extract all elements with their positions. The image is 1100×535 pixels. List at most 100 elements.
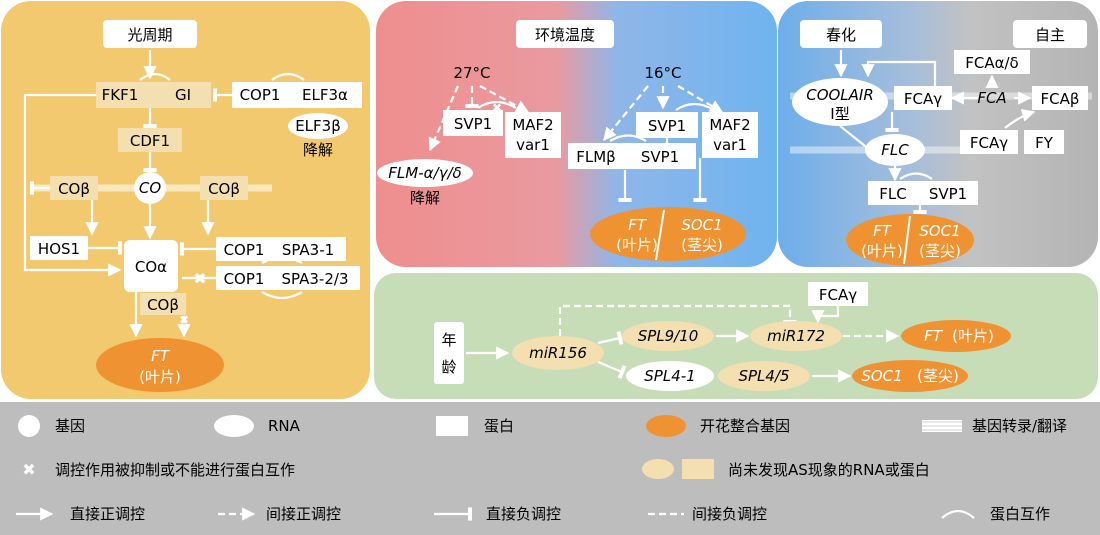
gene-cob-left: COβ xyxy=(58,180,90,198)
legend-background xyxy=(0,402,1100,535)
fcag-age-box xyxy=(808,282,868,306)
gene-fcab: FCAβ xyxy=(1041,90,1080,108)
gene-var1-a: var1 xyxy=(516,136,550,154)
ft-sub-temp: (叶片) xyxy=(616,236,658,254)
mir156-inhibits-mir172 xyxy=(558,304,797,336)
legend-flower-gene: 开花整合基因 xyxy=(700,417,790,435)
gene-cop1-b: COP1 xyxy=(224,270,265,288)
temperature-background xyxy=(376,1,777,267)
svp1-maf2-interaction-b xyxy=(675,102,715,111)
ft-label-temp: FT xyxy=(628,216,648,234)
gene-cop1-top: COP1 xyxy=(240,86,281,104)
age-title-box xyxy=(434,322,464,384)
gene-coa: COα xyxy=(135,258,167,276)
legend-protein: 蛋白 xyxy=(484,417,514,435)
age-title-2: 龄 xyxy=(441,358,456,376)
t16-to-maf2 xyxy=(677,85,724,113)
gene-spl41: SPL4-1 xyxy=(644,367,695,385)
t16-to-flmb xyxy=(603,85,649,142)
mir156-inhibits-spl41 xyxy=(597,360,627,379)
gene-maf2-a: MAF2 xyxy=(512,116,553,134)
gene-fy: FY xyxy=(1035,134,1054,152)
soc1-label-temp: SOC1 xyxy=(681,216,722,234)
cop1-elf3a-interaction xyxy=(271,72,305,81)
ft-soc1-node-vern xyxy=(846,214,974,266)
cob-bottom-box xyxy=(140,293,186,315)
spl45-node xyxy=(718,361,810,391)
fcag-to-mir172 xyxy=(811,306,840,324)
fcag-to-coolair xyxy=(861,60,937,86)
cob-left-box xyxy=(50,176,98,200)
legend-interaction-icon xyxy=(941,509,975,519)
fcab-box xyxy=(1032,86,1088,110)
flc-node xyxy=(865,134,925,166)
legend-interaction: 蛋白互作 xyxy=(990,505,1050,523)
spl41-node xyxy=(626,361,714,391)
spl910-node xyxy=(622,321,714,351)
ft-sub-photoperiod: (叶片) xyxy=(139,368,181,386)
cop1-spa323-box xyxy=(216,266,360,290)
legend-protein-icon xyxy=(436,416,468,436)
ft-node-age xyxy=(901,320,1011,352)
gene-svp1-c: SVP1 xyxy=(648,117,686,135)
legend-gene: 基因 xyxy=(55,417,85,435)
gene-svp1-a: SVP1 xyxy=(454,115,492,133)
legend-flower-gene-icon xyxy=(646,415,686,437)
soc1-sub-vern: (茎尖) xyxy=(919,242,961,260)
mir172-node xyxy=(750,321,842,351)
soc1-label-age: SOC1 xyxy=(861,367,902,385)
cdf1-box xyxy=(118,128,182,152)
legend-transcription-icon xyxy=(922,420,962,432)
ft-node-photoperiod xyxy=(96,338,224,392)
svp1-c-box xyxy=(636,112,698,138)
flc-svp1-box xyxy=(868,181,978,205)
maf2-b-box xyxy=(702,112,758,158)
gene-flc-p: FLC xyxy=(879,185,906,203)
soc1-label-vern: SOC1 xyxy=(919,222,960,240)
gene-fca: FCA xyxy=(977,89,1006,107)
gene-fcag-age: FCAγ xyxy=(819,286,857,304)
legend-inhibited: 调控作用被抑制或不能进行蛋白互作 xyxy=(55,461,295,479)
svp1-maf2-interaction-a xyxy=(477,100,517,109)
soc1-sub-temp: (茎尖) xyxy=(681,236,723,254)
legend-transcription: 基因转录/翻译 xyxy=(972,417,1067,435)
fy-box xyxy=(1024,130,1064,154)
gene-cop1-a: COP1 xyxy=(224,241,265,259)
soc1-node-age xyxy=(852,360,968,392)
gene-fkf1: FKF1 xyxy=(102,86,139,104)
legend-rna: RNA xyxy=(268,417,301,435)
temp-27: 27°C xyxy=(453,64,490,82)
legend-no-as-rna-icon xyxy=(642,459,674,479)
gene-co: CO xyxy=(139,179,161,197)
gene-fcag-b: FCAγ xyxy=(970,134,1008,152)
t27-to-maf2 xyxy=(479,85,530,113)
cop1-elf3a-box xyxy=(232,82,362,108)
inhibited-cross-icon: ✖ xyxy=(193,269,206,288)
fy-interaction xyxy=(1004,108,1036,129)
cop1-spa31-interaction xyxy=(261,256,303,264)
photoperiod-title: 光周期 xyxy=(127,26,172,44)
gene-coolair: COOLAIR xyxy=(806,86,874,104)
fkf1-gi-box xyxy=(96,82,211,108)
gene-spa31: SPA3-1 xyxy=(282,241,334,259)
gene-fcaad: FCAα/δ xyxy=(965,54,1018,72)
legend-rna-icon xyxy=(214,415,254,437)
gene-spl910: SPL9/10 xyxy=(638,327,699,345)
flc-svp1-interaction xyxy=(899,172,933,180)
elf3b-node xyxy=(288,113,348,139)
photoperiod-panel: 光周期 FKF1 GI COP1 ELF3α ELF3β 降解 CDF1 CO … xyxy=(1,1,370,399)
age-panel: 年 龄 miR156 SPL9/10 FCAγ miR172 FT (叶片) S… xyxy=(374,273,1098,399)
ft-label-photoperiod: FT xyxy=(151,347,171,365)
co-gene-node xyxy=(134,172,166,204)
autonomous-title: 自主 xyxy=(1035,26,1065,44)
legend-indirect-pos: 间接正调控 xyxy=(266,505,341,523)
gene-svp1-b: SVP1 xyxy=(641,148,679,166)
gene-elf3a: ELF3α xyxy=(302,86,348,104)
gene-fcag-a: FCAγ xyxy=(904,90,942,108)
gene-elf3b: ELF3β xyxy=(295,117,341,135)
vernalization-title-box xyxy=(800,20,882,48)
legend: 基因 RNA 蛋白 开花整合基因 基因转录/翻译 ✖ 调控作用被抑制或不能进行蛋… xyxy=(0,402,1100,535)
vernalization-panel: 春化 自主 COOLAIR I型 FCAγ FCAα/δ FCA FCAβ FL… xyxy=(778,1,1098,267)
gene-gi: GI xyxy=(175,86,191,104)
